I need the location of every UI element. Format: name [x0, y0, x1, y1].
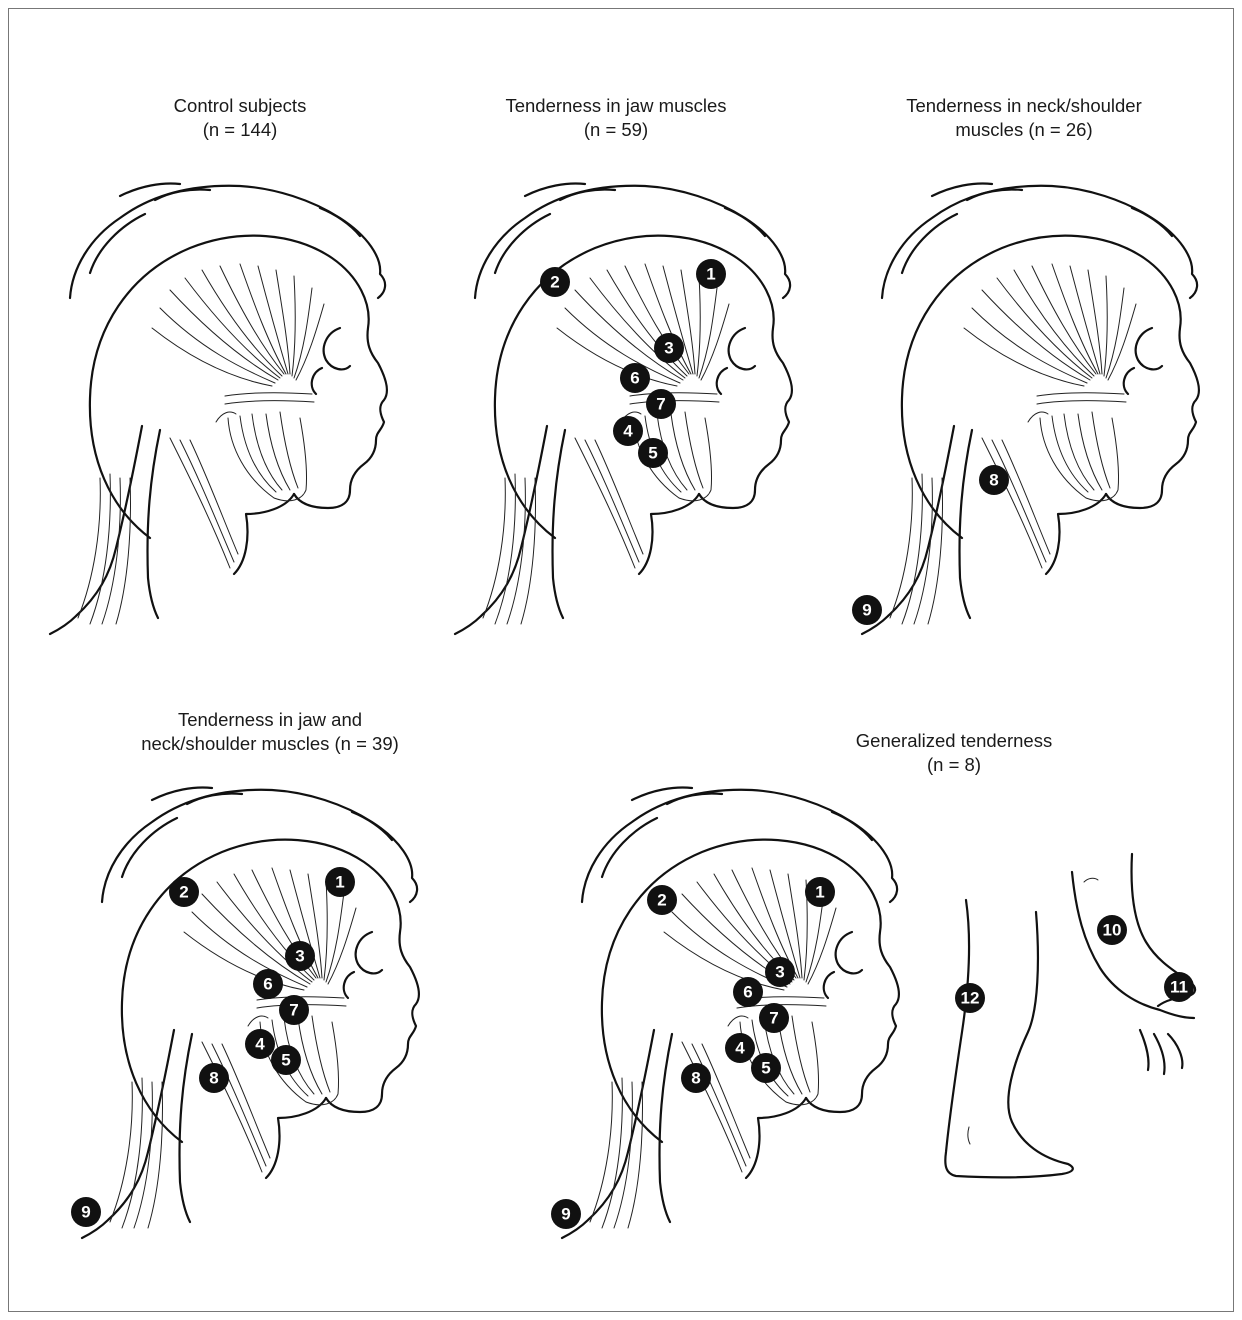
- marker-5: 5: [271, 1045, 301, 1075]
- panel-generalized: 1 2 3 4 5 6 7 8 9 10 11 12: [562, 782, 1222, 1242]
- marker-6: 6: [253, 969, 283, 999]
- panel-title-generalized: Generalized tenderness (n = 8): [804, 729, 1104, 777]
- arm-illustration: [1072, 854, 1195, 1074]
- marker-3: 3: [285, 941, 315, 971]
- marker-label: 1: [706, 265, 715, 284]
- panel-title-neck-shoulder: Tenderness in neck/shoulder muscles (n =…: [874, 94, 1174, 142]
- marker-6: 6: [620, 363, 650, 393]
- title-line: neck/shoulder muscles (n = 39): [120, 732, 420, 756]
- head-illustration: 8 9: [862, 178, 1202, 638]
- marker-1: 1: [805, 877, 835, 907]
- head-illustration: 1 2 3 4 5 6 7 8 9: [82, 782, 422, 1242]
- marker-label: 7: [769, 1009, 778, 1028]
- marker-2: 2: [540, 267, 570, 297]
- marker-label: 11: [1170, 978, 1188, 997]
- marker-7: 7: [646, 389, 676, 419]
- panel-jaw-and-neck: 1 2 3 4 5 6 7 8 9: [82, 782, 422, 1242]
- marker-7: 7: [759, 1003, 789, 1033]
- marker-label: 8: [691, 1069, 700, 1088]
- marker-9: 9: [71, 1197, 101, 1227]
- marker-label: 6: [263, 975, 272, 994]
- marker-8: 8: [199, 1063, 229, 1093]
- marker-1: 1: [696, 259, 726, 289]
- marker-3: 3: [654, 333, 684, 363]
- head-illustration: [50, 178, 390, 638]
- marker-label: 5: [761, 1059, 770, 1078]
- marker-label: 3: [295, 947, 304, 966]
- marker-label: 7: [289, 1001, 298, 1020]
- marker-label: 5: [648, 444, 657, 463]
- marker-6: 6: [733, 977, 763, 1007]
- marker-label: 2: [179, 883, 188, 902]
- marker-label: 1: [815, 883, 824, 902]
- panel-neck-shoulder: 8 9: [862, 178, 1202, 638]
- head-illustration: 1 2 3 4 5 6 7 8 9 10 11 12: [562, 782, 1222, 1242]
- title-line: (n = 8): [804, 753, 1104, 777]
- marker-5: 5: [751, 1053, 781, 1083]
- panel-title-control: Control subjects (n = 144): [120, 94, 360, 142]
- marker-2: 2: [647, 885, 677, 915]
- marker-label: 4: [623, 422, 633, 441]
- marker-label: 7: [656, 395, 665, 414]
- panel-jaw: 1 2 3 4 5 6 7: [455, 178, 795, 638]
- marker-label: 4: [735, 1039, 745, 1058]
- panel-control: [50, 178, 390, 638]
- marker-1: 1: [325, 867, 355, 897]
- marker-label: 9: [862, 601, 871, 620]
- marker-8: 8: [979, 465, 1009, 495]
- head-illustration: 1 2 3 4 5 6 7: [455, 178, 795, 638]
- marker-label: 8: [209, 1069, 218, 1088]
- marker-label: 5: [281, 1051, 290, 1070]
- marker-label: 1: [335, 873, 344, 892]
- marker-3: 3: [765, 957, 795, 987]
- marker-9: 9: [551, 1199, 581, 1229]
- marker-label: 12: [961, 989, 980, 1008]
- marker-5: 5: [638, 438, 668, 468]
- marker-12: 12: [955, 983, 985, 1013]
- marker-label: 6: [630, 369, 639, 388]
- marker-label: 6: [743, 983, 752, 1002]
- marker-10: 10: [1097, 915, 1127, 945]
- title-line: Tenderness in neck/shoulder: [874, 94, 1174, 118]
- marker-4: 4: [725, 1033, 755, 1063]
- marker-7: 7: [279, 995, 309, 1025]
- title-line: Generalized tenderness: [804, 729, 1104, 753]
- marker-label: 9: [561, 1205, 570, 1224]
- panel-title-jaw: Tenderness in jaw muscles (n = 59): [466, 94, 766, 142]
- marker-label: 4: [255, 1035, 265, 1054]
- panel-title-jaw-and-neck: Tenderness in jaw and neck/shoulder musc…: [120, 708, 420, 756]
- marker-9: 9: [852, 595, 882, 625]
- marker-2: 2: [169, 877, 199, 907]
- title-line: muscles (n = 26): [874, 118, 1174, 142]
- marker-4: 4: [613, 416, 643, 446]
- title-line: Tenderness in jaw muscles: [466, 94, 766, 118]
- title-line: (n = 59): [466, 118, 766, 142]
- marker-label: 2: [657, 891, 666, 910]
- marker-11: 11: [1164, 972, 1194, 1002]
- marker-label: 10: [1103, 921, 1122, 940]
- leg-illustration: [945, 900, 1072, 1177]
- title-line: (n = 144): [120, 118, 360, 142]
- title-line: Tenderness in jaw and: [120, 708, 420, 732]
- marker-4: 4: [245, 1029, 275, 1059]
- marker-label: 3: [775, 963, 784, 982]
- marker-8: 8: [681, 1063, 711, 1093]
- marker-label: 2: [550, 273, 559, 292]
- marker-label: 3: [664, 339, 673, 358]
- marker-label: 8: [989, 471, 998, 490]
- marker-label: 9: [81, 1203, 90, 1222]
- title-line: Control subjects: [120, 94, 360, 118]
